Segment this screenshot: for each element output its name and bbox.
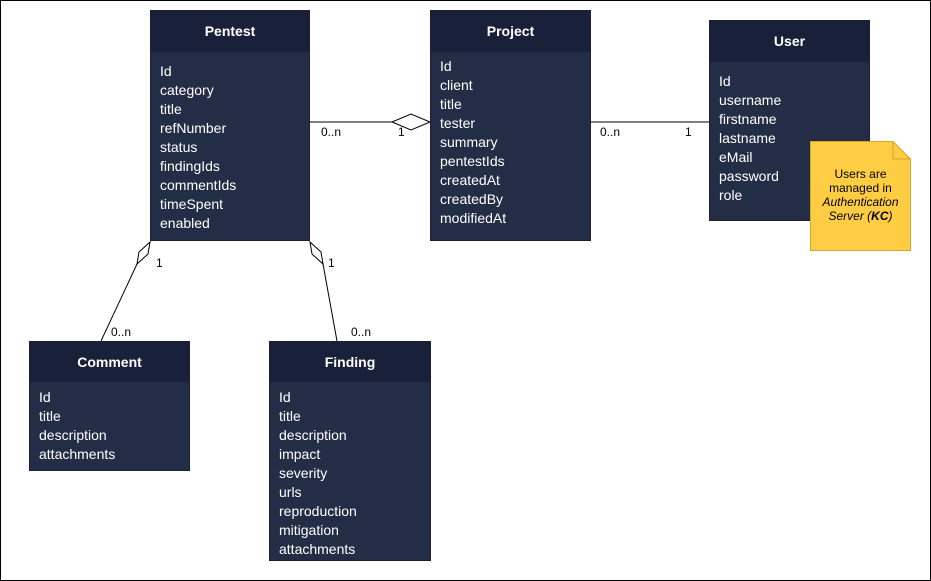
user-note[interactable]: Users are managed in Authentication Serv…	[810, 141, 911, 251]
attribute: mitigation	[279, 522, 339, 538]
attribute: attachments	[279, 541, 356, 557]
attribute: pentestIds	[440, 153, 505, 169]
attribute: Id	[719, 73, 731, 89]
entity-user-title: User	[710, 21, 869, 62]
multiplicity-label: 1	[685, 125, 692, 139]
attribute: urls	[279, 484, 302, 500]
entity-user-attributes: Id username firstname lastname eMail pas…	[710, 62, 869, 205]
attribute: category	[160, 82, 214, 98]
attribute: reproduction	[279, 503, 357, 519]
attribute: firstname	[719, 111, 777, 127]
attribute: refNumber	[160, 120, 227, 136]
attribute: Id	[39, 389, 51, 405]
entity-finding[interactable]: Finding Id title description impact seve…	[269, 341, 431, 561]
note-line: Users are	[834, 167, 887, 181]
attribute: enabled	[160, 215, 210, 231]
multiplicity-label: 1	[156, 256, 163, 270]
link-pentest-finding	[322, 263, 338, 342]
attribute: impact	[279, 446, 321, 462]
entity-pentest[interactable]: Pentest Id category title refNumber stat…	[150, 10, 310, 241]
attribute: client	[440, 77, 473, 93]
attribute: createdBy	[440, 191, 504, 207]
note-line: managed in	[829, 181, 892, 195]
entity-comment-attributes: Id title description attachments	[30, 382, 189, 464]
attribute: summary	[440, 134, 498, 150]
attribute: Id	[160, 63, 172, 79]
attribute: username	[719, 92, 782, 108]
multiplicity-label: 0..n	[321, 125, 342, 139]
entity-comment-title: Comment	[30, 342, 189, 382]
attribute: tester	[440, 115, 476, 131]
entity-finding-attributes: Id title description impact severity url…	[270, 382, 430, 559]
note-line-prefix: Server (	[828, 209, 872, 223]
multiplicity-label: 1	[398, 125, 405, 139]
entity-project[interactable]: Project Id client title tester summary p…	[430, 10, 591, 241]
multiplicity-label: 0..n	[351, 325, 372, 339]
attribute: timeSpent	[160, 196, 224, 212]
multiplicity-label: 1	[328, 256, 335, 270]
entity-finding-title: Finding	[270, 342, 430, 382]
attribute: role	[719, 187, 743, 203]
multiplicity-label: 0..n	[600, 125, 621, 139]
attribute: Id	[440, 58, 452, 74]
attribute: eMail	[719, 149, 753, 165]
aggregation-diamond-pentest-comment	[136, 240, 151, 266]
attribute: modifiedAt	[440, 210, 507, 226]
attribute: attachments	[39, 446, 116, 462]
note-line: Server (KC)	[814, 209, 907, 223]
attribute: title	[279, 408, 301, 424]
multiplicity-label: 0..n	[111, 325, 132, 339]
attribute: title	[39, 408, 61, 424]
attribute: lastname	[719, 130, 776, 146]
attribute: title	[160, 101, 182, 117]
note-line-suffix: )	[888, 209, 893, 223]
attribute: Id	[279, 389, 291, 405]
attribute: description	[39, 427, 107, 443]
note-line: Authentication	[822, 195, 899, 209]
note-text: Users are managed in Authentication Serv…	[814, 167, 907, 223]
attribute: createdAt	[440, 172, 500, 188]
aggregation-diamond-pentest-finding	[309, 240, 324, 266]
entity-pentest-title: Pentest	[151, 11, 309, 52]
attribute: commentIds	[160, 177, 237, 193]
note-shape	[810, 141, 911, 251]
attribute: title	[440, 96, 462, 112]
note-line-bold: KC	[871, 209, 889, 223]
attribute: severity	[279, 465, 328, 481]
entity-project-title: Project	[431, 11, 590, 52]
entity-comment[interactable]: Comment Id title description attachments	[29, 341, 190, 471]
attribute: description	[279, 427, 347, 443]
attribute: findingIds	[160, 158, 220, 174]
attribute: status	[160, 139, 198, 155]
entity-project-attributes: Id client title tester summary pentestId…	[431, 52, 590, 228]
entity-pentest-attributes: Id category title refNumber status findi…	[151, 52, 309, 233]
attribute: password	[719, 168, 779, 184]
